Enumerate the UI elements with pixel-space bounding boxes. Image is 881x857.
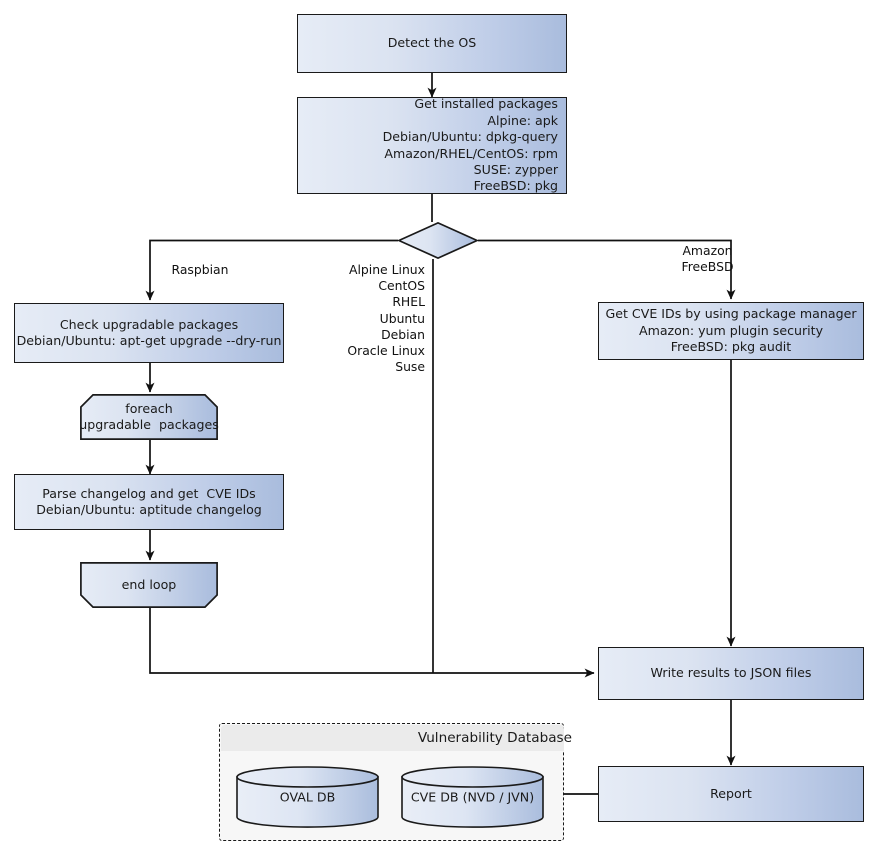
node-check-upgradable-packages-label: Check upgradable packages Debian/Ubuntu:…	[16, 316, 282, 348]
cylinder-icon	[401, 766, 544, 828]
branch-label-middle-distros: Alpine Linux CentOS RHEL Ubuntu Debian O…	[347, 262, 425, 375]
loop-start-shape-icon	[80, 394, 218, 440]
node-foreach-upgradable-packages-label: foreach upgradable packages	[79, 400, 219, 432]
branch-label-raspbian: Raspbian	[171, 262, 229, 277]
node-end-loop-label: end loop	[121, 576, 177, 592]
edge-endloop-to-write	[149, 608, 595, 678]
database-cve-db-label: CVE DB (NVD / JVN)	[410, 789, 535, 805]
node-check-upgradable-packages[interactable]: Check upgradable packages Debian/Ubuntu:…	[14, 303, 284, 363]
node-get-cve-ids-label: Get CVE IDs by using package manager Ama…	[605, 306, 857, 355]
group-vulnerability-database: Vulnerability Database OVAL DB	[219, 723, 572, 841]
node-get-installed-packages-label: Get installed packages Alpine: apk Debia…	[382, 96, 558, 194]
node-os-decision[interactable]	[396, 221, 480, 260]
node-get-installed-packages[interactable]: Get installed packages Alpine: apk Debia…	[297, 96, 567, 194]
node-write-results-to-json-label: Write results to JSON files	[650, 665, 812, 681]
group-vulnerability-database-title: Vulnerability Database	[417, 730, 572, 746]
branch-label-amazon-freebsd: Amazon FreeBSD	[681, 243, 734, 275]
database-oval-db-label: OVAL DB	[279, 789, 336, 805]
node-foreach-upgradable-packages[interactable]: foreach upgradable packages	[79, 394, 219, 440]
cylinder-icon	[236, 766, 379, 828]
node-detect-the-os[interactable]: Detect the OS	[297, 14, 567, 73]
node-parse-changelog[interactable]: Parse changelog and get CVE IDs Debian/U…	[14, 474, 284, 530]
diamond-icon	[396, 221, 480, 260]
database-oval-db[interactable]: OVAL DB	[236, 766, 379, 828]
node-report[interactable]: Report	[598, 766, 864, 822]
node-write-results-to-json[interactable]: Write results to JSON files	[598, 647, 864, 700]
loop-end-shape-icon	[80, 562, 218, 608]
node-detect-the-os-label: Detect the OS	[387, 35, 477, 51]
group-vulnerability-database-titlebar: Vulnerability Database	[221, 725, 572, 751]
node-get-cve-ids[interactable]: Get CVE IDs by using package manager Ama…	[598, 302, 864, 360]
node-parse-changelog-label: Parse changelog and get CVE IDs Debian/U…	[36, 485, 262, 517]
node-report-label: Report	[710, 785, 752, 801]
database-cve-db[interactable]: CVE DB (NVD / JVN)	[401, 766, 544, 828]
node-end-loop[interactable]: end loop	[80, 562, 218, 608]
